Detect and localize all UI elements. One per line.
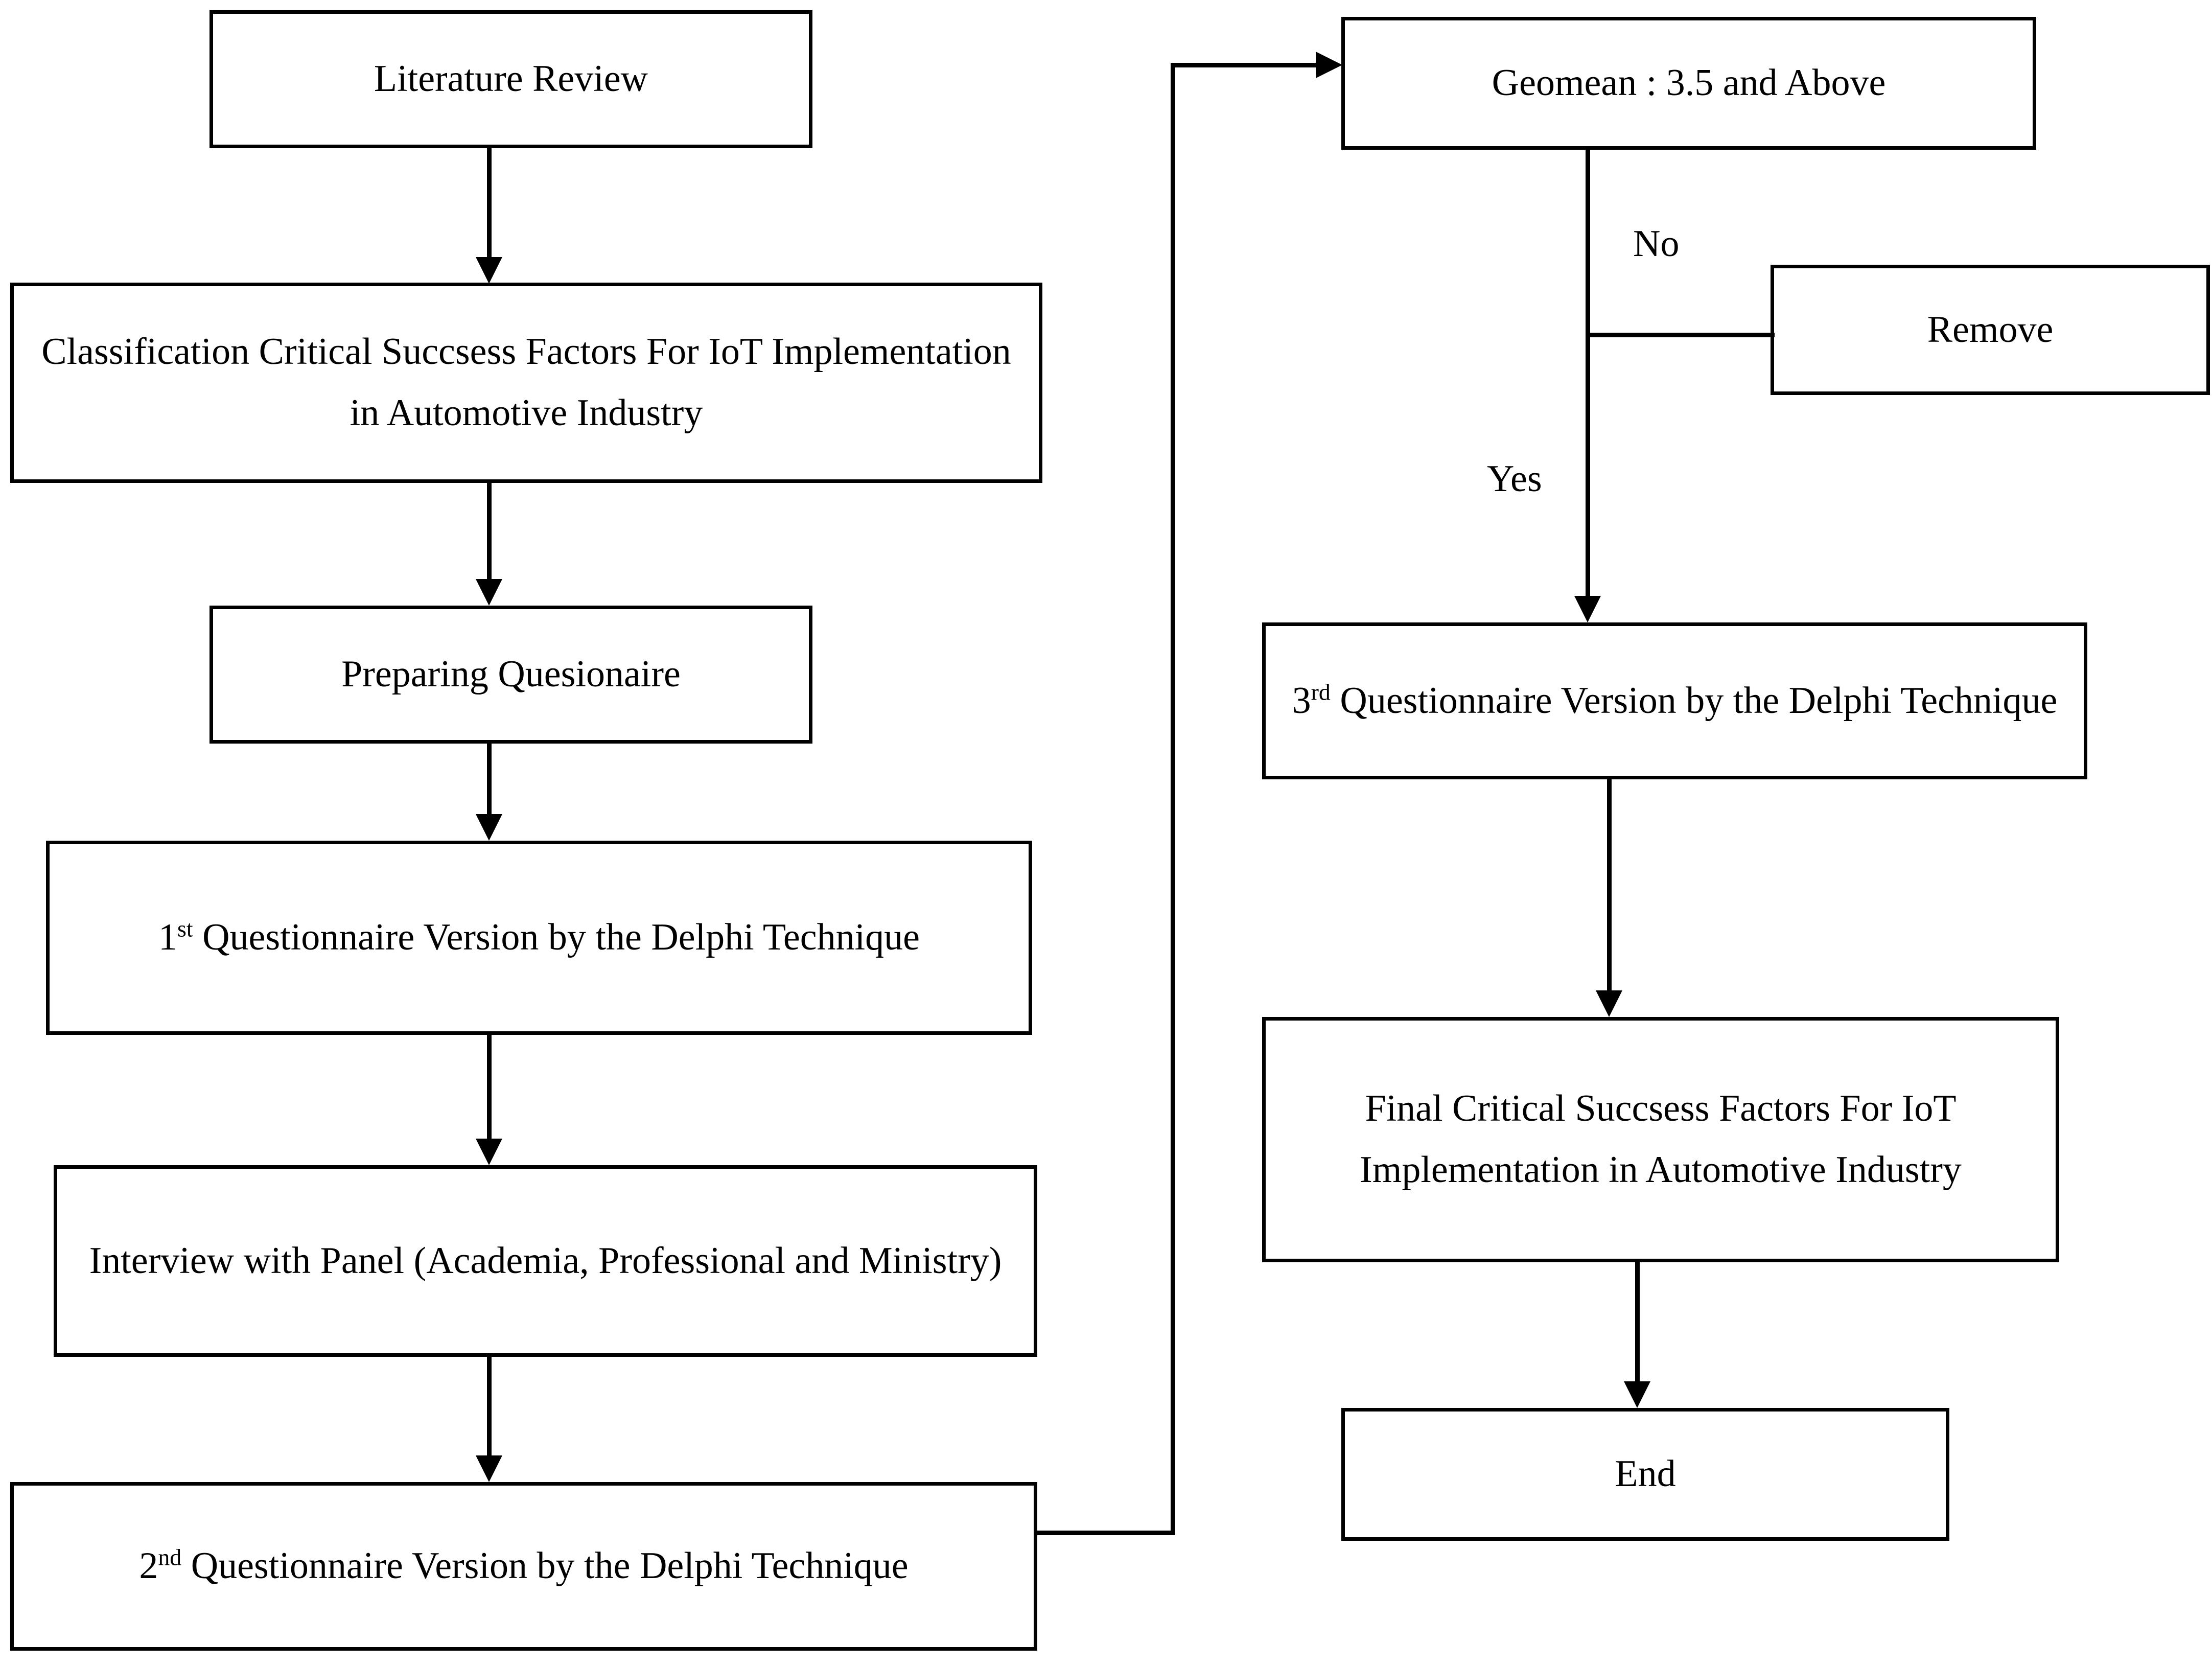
- node-classification-label: Classification Critical Succsess Factors…: [41, 331, 1011, 434]
- node-questionnaire-3-label: 3rd Questionnaire Version by the Delphi …: [1292, 678, 2058, 722]
- node-end-label: End: [1615, 1453, 1676, 1495]
- node-remove[interactable]: Remove: [1771, 265, 2210, 395]
- connector-questionnaire-1-to-interview: [487, 1035, 492, 1139]
- connector-questionnaire-2-to-geomean-segment-v: [1171, 63, 1175, 1535]
- node-final-csf[interactable]: Final Critical Succsess Factors For IoT …: [1262, 1017, 2059, 1262]
- connector-questionnaire-2-to-geomean-segment-h2: [1171, 63, 1318, 67]
- connector-questionnaire-2-to-geomean-segment-h1: [1037, 1531, 1175, 1535]
- connector-geomean-no-to-remove: [1586, 333, 1775, 337]
- node-preparing-questionaire[interactable]: Preparing Quesionaire: [209, 606, 812, 744]
- arrowhead-literature-to-classification: [476, 257, 502, 284]
- node-geomean[interactable]: Geomean : 3.5 and Above: [1341, 17, 2036, 150]
- node-questionnaire-2-label: 2nd Questionnaire Version by the Delphi …: [139, 1544, 909, 1587]
- node-questionnaire-1-label: 1st Questionnaire Version by the Delphi …: [158, 915, 920, 959]
- edge-label-yes: Yes: [1487, 458, 1542, 500]
- arrowhead-geomean-yes-to-questionnaire-3: [1574, 596, 1601, 622]
- node-questionnaire-2[interactable]: 2nd Questionnaire Version by the Delphi …: [10, 1482, 1037, 1651]
- ordinal-suffix-nd: nd: [158, 1544, 182, 1570]
- arrowhead-preparing-to-questionnaire-1: [476, 814, 502, 841]
- connector-preparing-to-questionnaire-1: [487, 744, 492, 814]
- arrowhead-interview-to-questionnaire-2: [476, 1455, 502, 1482]
- node-literature-review[interactable]: Literature Review: [209, 10, 812, 148]
- arrowhead-questionnaire-1-to-interview: [476, 1139, 502, 1165]
- arrowhead-final-csf-to-end: [1624, 1381, 1650, 1408]
- arrowhead-questionnaire-3-to-final-csf: [1596, 990, 1622, 1017]
- node-classification[interactable]: Classification Critical Succsess Factors…: [10, 283, 1042, 483]
- connector-questionnaire-3-to-final-csf: [1607, 779, 1612, 990]
- connector-classification-to-preparing: [487, 483, 492, 579]
- node-questionnaire-3[interactable]: 3rd Questionnaire Version by the Delphi …: [1262, 622, 2087, 779]
- node-interview-panel[interactable]: Interview with Panel (Academia, Professi…: [54, 1165, 1037, 1357]
- connector-interview-to-questionnaire-2: [487, 1357, 492, 1455]
- ordinal-suffix-rd: rd: [1311, 678, 1331, 705]
- node-remove-label: Remove: [1927, 308, 2054, 351]
- arrowhead-questionnaire-2-to-geomean: [1316, 52, 1342, 78]
- node-final-csf-label: Final Critical Succsess Factors For IoT …: [1360, 1087, 1962, 1191]
- node-preparing-questionaire-label: Preparing Quesionaire: [341, 653, 681, 696]
- node-interview-panel-label: Interview with Panel (Academia, Professi…: [89, 1239, 1002, 1282]
- connector-literature-to-classification: [487, 148, 492, 258]
- node-end[interactable]: End: [1341, 1408, 1949, 1541]
- connector-final-csf-to-end: [1635, 1262, 1640, 1381]
- node-questionnaire-1[interactable]: 1st Questionnaire Version by the Delphi …: [46, 841, 1032, 1035]
- arrowhead-classification-to-preparing: [476, 579, 502, 606]
- edge-label-no: No: [1633, 223, 1680, 265]
- node-geomean-label: Geomean : 3.5 and Above: [1492, 62, 1886, 104]
- node-literature-review-label: Literature Review: [374, 58, 648, 100]
- ordinal-suffix-st: st: [177, 915, 193, 942]
- connector-geomean-decision-stem: [1586, 150, 1590, 599]
